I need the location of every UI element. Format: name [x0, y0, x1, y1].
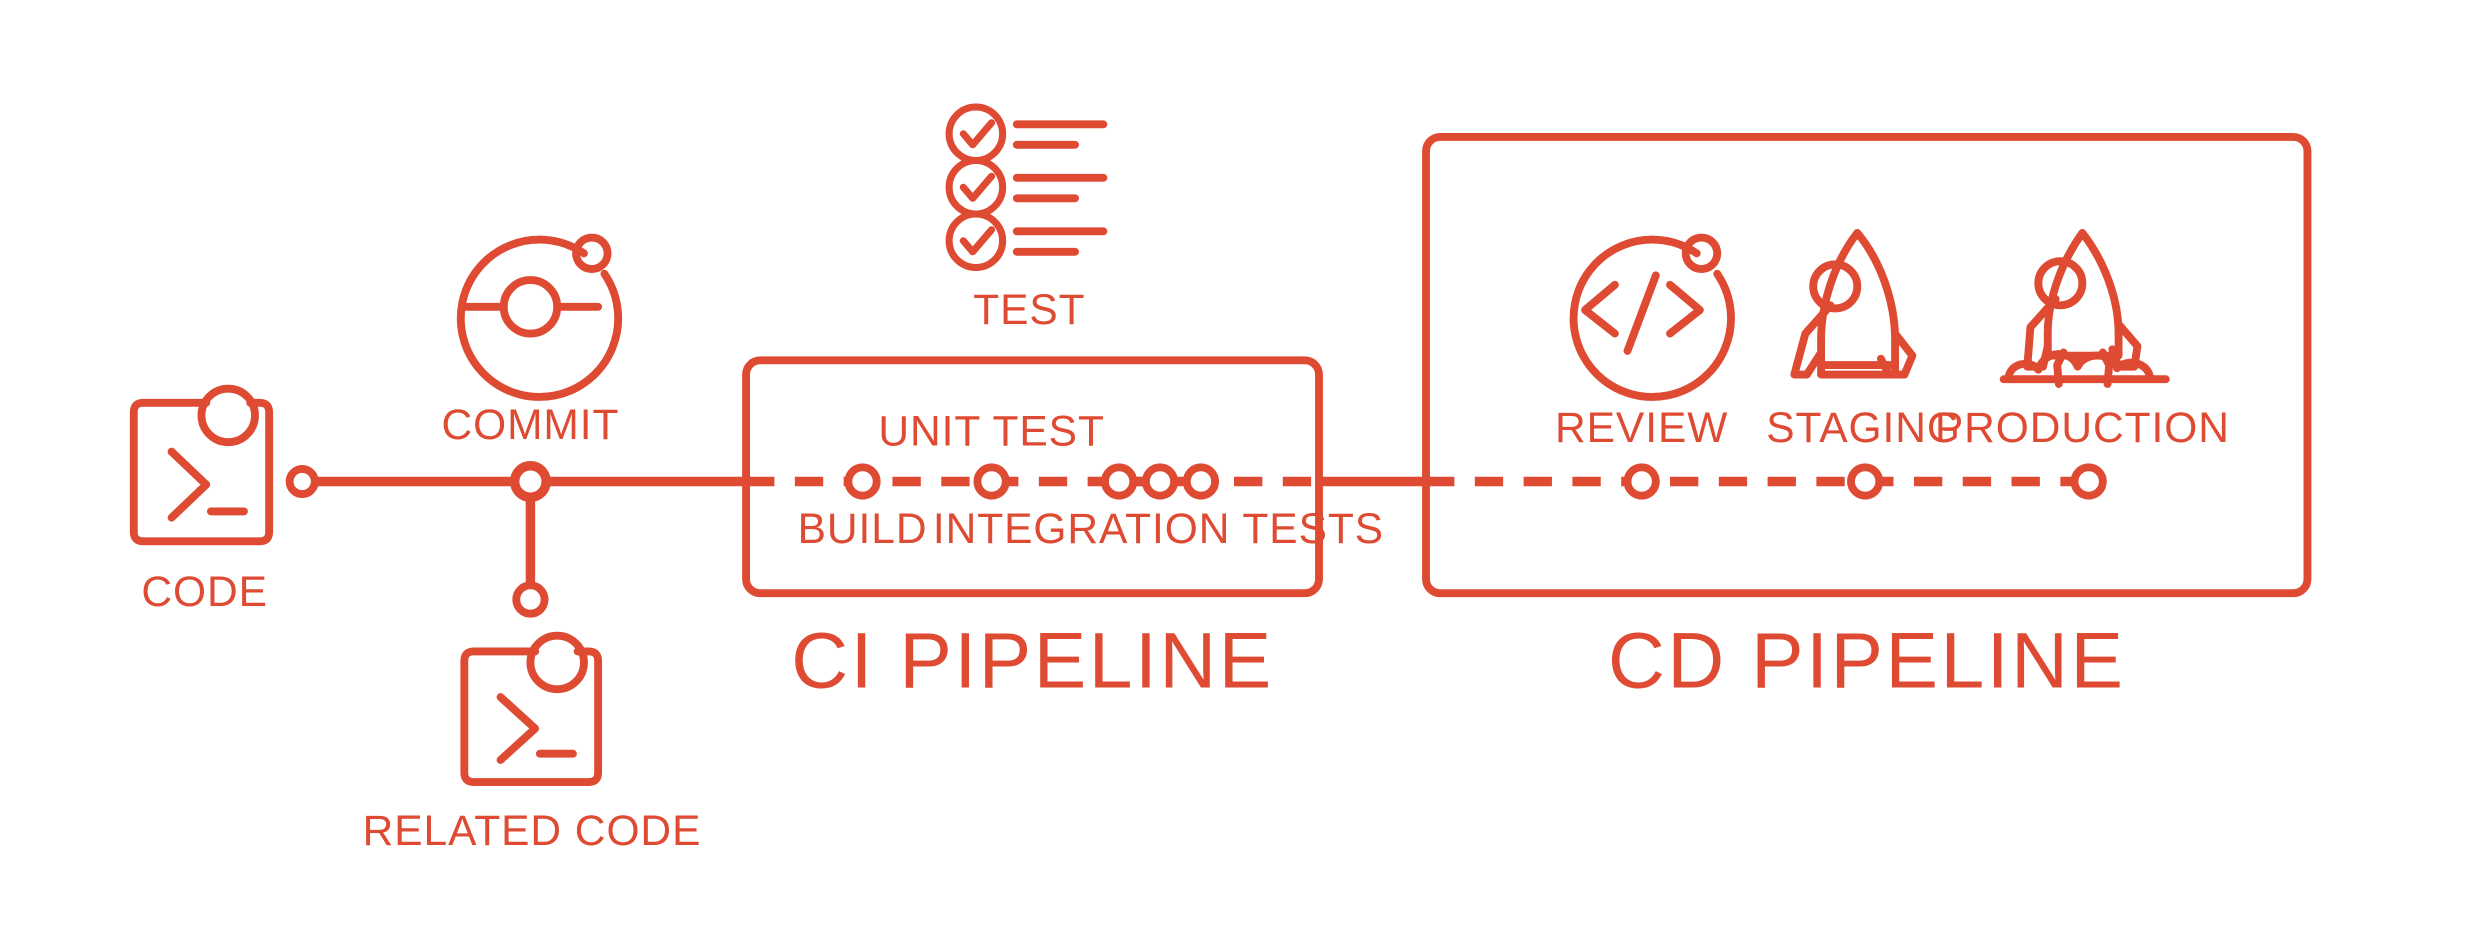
commit-icon-orbit-dot	[572, 233, 612, 274]
test-label: TEST	[973, 287, 1085, 334]
commit-label: COMMIT	[441, 402, 619, 449]
checklist-icon	[945, 103, 1108, 272]
code-label: CODE	[141, 569, 268, 616]
staging-rail-node[interactable]	[1847, 463, 1884, 500]
review-label: REVIEW	[1555, 405, 1728, 452]
checklist-check-circle-2	[945, 156, 1007, 218]
ci-pipeline-title: CI PIPELINE	[791, 617, 1273, 705]
related-code-icon	[460, 631, 603, 786]
commit-rail-node[interactable]	[509, 461, 551, 502]
cd-pipeline-box	[1422, 132, 2312, 598]
build-rail-node[interactable]	[844, 463, 881, 500]
staging-icon	[1790, 228, 1917, 379]
build-label: BUILD	[798, 506, 928, 553]
review-icon-orbit-dot	[1681, 233, 1722, 274]
review-rail-node[interactable]	[1623, 463, 1660, 500]
integration-test-rail-node-2[interactable]	[1141, 463, 1179, 500]
code-icon	[129, 384, 274, 546]
checklist-check-circle-1	[945, 103, 1007, 165]
unit-test-label: UNIT TEST	[878, 408, 1104, 455]
production-icon	[1999, 228, 2170, 388]
staging-label: STAGING	[1766, 405, 1961, 452]
cd-pipeline-title: CD PIPELINE	[1608, 617, 2125, 705]
production-rail-node[interactable]	[2070, 463, 2107, 500]
review-icon	[1569, 233, 1735, 401]
ci-pipeline-box	[742, 356, 1323, 598]
commit-icon-node	[499, 276, 562, 338]
related-code-label: RELATED CODE	[363, 808, 702, 855]
related-code-rail-node[interactable]	[512, 581, 549, 618]
checklist-checkmark-1	[959, 119, 996, 149]
production-label: PRODUCTION	[1935, 405, 2230, 452]
code-icon-circle	[197, 384, 259, 447]
production-icon-porthole	[2034, 257, 2087, 310]
rail-nodes	[285, 461, 2107, 618]
code-rail-node[interactable]	[285, 464, 319, 499]
checklist-check-circle-3	[945, 210, 1007, 272]
staging-icon-porthole	[1809, 260, 1862, 313]
related-code-icon-circle	[526, 631, 588, 694]
integration-tests-label: INTEGRATION TESTS	[933, 506, 1384, 553]
checklist-checkmark-3	[959, 226, 996, 256]
checklist-checkmark-2	[959, 172, 996, 202]
unit-test-rail-node[interactable]	[973, 463, 1010, 500]
integration-test-rail-node-3[interactable]	[1182, 463, 1220, 500]
integration-test-rail-node-1[interactable]	[1100, 463, 1138, 500]
commit-icon	[456, 233, 623, 401]
